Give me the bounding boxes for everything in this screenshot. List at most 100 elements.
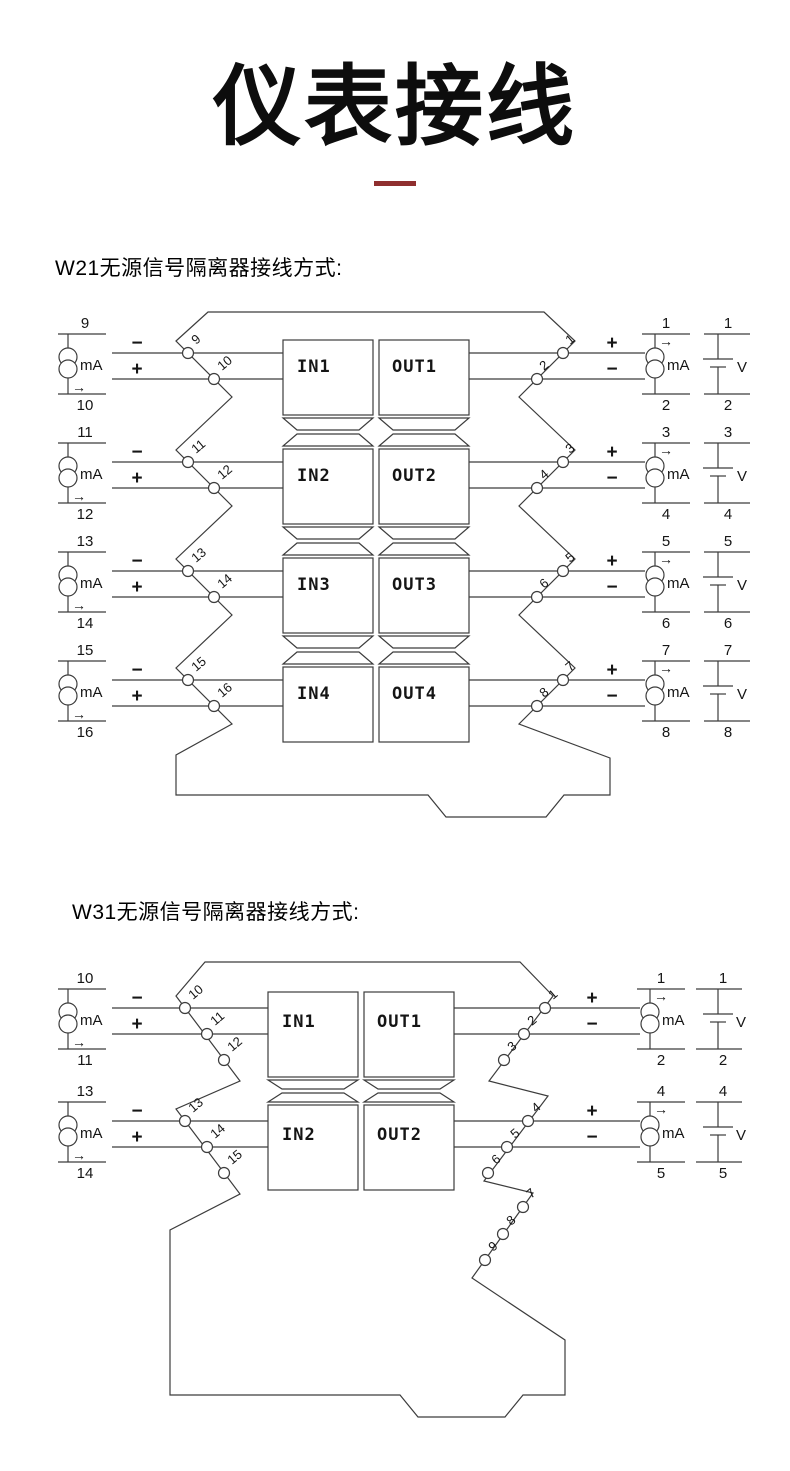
terminal-ref: 4 [662,506,670,523]
terminal-ref: 14 [77,615,94,632]
terminal [207,481,221,495]
w31-output-meter-1: 1 → mA 2 [637,970,685,1069]
terminal [217,1053,231,1067]
terminal-ref: 5 [724,533,732,550]
w21-output-meter-1: 1 → mA 2 [642,315,690,414]
out2-box [378,448,470,525]
plus-sign: + [606,333,617,354]
current-source-icon [640,1014,660,1034]
divider-shape [281,433,375,447]
w31-input-wiring-1: − + 10 11 12 [112,982,268,1067]
in2-box [282,448,374,525]
module-outline [175,311,611,818]
w21-input-source-4: 15 mA → 16 [58,642,106,741]
terminal [496,1227,510,1241]
minus-sign: − [131,333,142,354]
divider-shape [377,635,471,649]
minus-sign: − [606,359,617,380]
divider-shape [281,542,375,556]
plus-sign: + [586,988,597,1009]
in3-box [282,557,374,634]
terminal-ref: 11 [77,1052,93,1069]
terminal-ref: 3 [724,424,732,441]
terminal-ref: 5 [719,1165,727,1182]
ma-label: mA [662,1125,685,1142]
terminal-ref: 13 [77,1083,94,1100]
ma-label: mA [80,1125,103,1142]
in1-box [267,991,359,1078]
minus-sign: − [131,1101,142,1122]
w21-input-source-2: 11 mA → 12 [58,424,106,523]
w31-output-meter-2: 4 → mA 5 [637,1083,685,1182]
plus-sign: + [586,1101,597,1122]
ma-label: mA [80,575,103,592]
current-source-icon [645,359,665,379]
minus-sign: − [586,1014,597,1035]
terminal-ref: 3 [662,424,670,441]
w31-wiring-diagram: IN1 OUT1 IN2 OUT2 − + 10 11 12 − + 13 14… [58,961,746,1418]
terminal [500,1140,514,1154]
divider-shape [265,1092,361,1103]
divider-shape [281,526,375,540]
w21-input-wiring-2: − + 11 12 [112,436,283,495]
w21-input-wiring-1: − + 9 10 [112,331,283,386]
terminal-number: 2 [524,1012,539,1028]
out2-box [363,1104,455,1191]
plus-sign: + [131,1014,142,1035]
w21-output-voltage-2: 3 V 4 [703,424,750,523]
flow-arrow-icon: → [72,597,86,613]
terminal-ref: 2 [657,1052,665,1069]
terminal [207,372,221,386]
current-source-icon [58,1014,78,1034]
terminal-number: 10 [214,353,235,374]
in1-label: IN1 [297,357,331,377]
terminal-ref: 1 [724,315,732,332]
terminal [207,699,221,713]
w31-output-wiring-1: + − 1 2 3 [454,986,640,1067]
terminal-ref: 1 [662,315,670,332]
page-title: 仪表接线 [212,57,577,156]
w21-output-wiring-4: + − 7 8 [469,658,645,713]
ma-label: mA [667,575,690,592]
minus-sign: − [606,468,617,489]
terminal [530,590,544,604]
terminal-number: 10 [185,982,206,1003]
ma-label: mA [667,684,690,701]
w21-output-voltage-3: 5 V 6 [703,533,750,632]
current-source-icon [58,686,78,706]
divider-shape [265,1079,361,1090]
terminal-ref: 8 [662,724,670,741]
terminal [207,590,221,604]
terminal-ref: 2 [724,397,732,414]
w21-output-meter-4: 7 → mA 8 [642,642,690,741]
v-label: V [736,1014,746,1031]
terminal-number: 15 [224,1147,245,1168]
flow-arrow-icon: → [659,551,673,567]
w31-input-source-1: 10 mA → 11 [58,970,106,1069]
w21-wiring-diagram: IN1 OUT1 IN2 OUT2 IN3 OUT3 IN4 OUT4 − + … [58,311,750,818]
terminal-ref: 8 [724,724,732,741]
divider-shape [377,651,471,665]
divider-ornaments [281,417,471,665]
terminal-number: 11 [207,1008,227,1028]
w21-output-meter-2: 3 → mA 4 [642,424,690,523]
out2-label: OUT2 [377,1125,422,1145]
v-label: V [737,468,747,485]
w21-output-wiring-2: + − 3 4 [469,440,645,495]
divider-shape [377,417,471,431]
terminal-number: 16 [214,680,235,701]
w21-input-wiring-3: − + 13 14 [112,545,283,604]
current-source-icon [645,468,665,488]
w31-heading: W31无源信号隔离器接线方式: [72,901,360,924]
divider-shape [377,542,471,556]
current-source-icon [645,577,665,597]
current-source-icon [645,686,665,706]
terminal [497,1053,511,1067]
terminal-ref: 2 [662,397,670,414]
terminal-ref: 12 [77,506,94,523]
terminal [530,699,544,713]
terminal-number: 15 [188,654,209,675]
divider-shape [377,433,471,447]
divider-shape [377,526,471,540]
plus-sign: + [131,359,142,380]
